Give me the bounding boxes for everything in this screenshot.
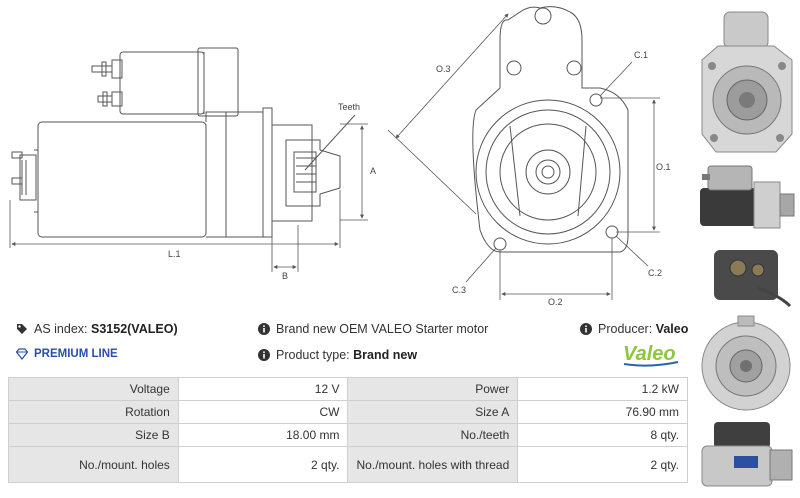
- as-index-label: AS index:: [34, 322, 88, 336]
- photo-side-view[interactable]: [694, 160, 798, 236]
- dim-o2-label: O.2: [548, 297, 563, 307]
- info-icon: [580, 323, 592, 335]
- spec-label: Size A: [347, 400, 519, 424]
- dim-c3-label: C.3: [452, 285, 466, 295]
- dim-o3-label: O.3: [436, 64, 451, 74]
- description-text: Brand new OEM VALEO Starter motor: [276, 322, 489, 336]
- spec-label: Rotation: [8, 400, 179, 424]
- valeo-logo: Valeo: [623, 343, 679, 367]
- spec-label: No./teeth: [347, 423, 519, 447]
- table-row: Voltage 12 V Power 1.2 kW: [8, 377, 688, 401]
- side-view-dimensions: [9, 123, 368, 272]
- valeo-logo-text: Valeo: [623, 343, 676, 365]
- front-view: [472, 6, 629, 253]
- spec-value: 18.00 mm: [177, 423, 349, 447]
- tag-icon: [17, 324, 27, 334]
- product-type-row: Product type: Brand new: [258, 348, 417, 362]
- spec-value: 2 qty.: [517, 446, 688, 483]
- table-row: Rotation CW Size A 76.90 mm: [8, 400, 688, 424]
- side-view: [11, 47, 356, 238]
- info-icon: [258, 349, 270, 361]
- spec-label: No./mount. holes: [8, 446, 179, 483]
- spec-label: Power: [347, 377, 519, 401]
- teeth-label: Teeth: [338, 102, 360, 112]
- dim-c2-label: C.2: [648, 268, 662, 278]
- product-type-label: Product type:: [276, 348, 350, 362]
- dim-l1-label: L.1: [168, 249, 181, 259]
- photo-three-quarter-view[interactable]: [694, 416, 798, 496]
- producer-label: Producer:: [598, 322, 653, 336]
- spec-label: Voltage: [8, 377, 179, 401]
- producer-row: Producer: Valeo: [580, 322, 688, 336]
- description-row: Brand new OEM VALEO Starter motor: [258, 322, 488, 336]
- table-row: No./mount. holes 2 qty. No./mount. holes…: [8, 446, 688, 483]
- premium-line-row: PREMIUM LINE: [16, 348, 118, 360]
- product-photos: [690, 0, 800, 498]
- premium-line-label: PREMIUM LINE: [34, 348, 118, 360]
- spec-value: CW: [177, 400, 349, 424]
- front-view-dimensions: [387, 13, 660, 300]
- table-row: Size B 18.00 mm No./teeth 8 qty.: [8, 423, 688, 447]
- spec-table: Voltage 12 V Power 1.2 kW Rotation CW Si…: [8, 377, 688, 483]
- spec-value: 8 qty.: [517, 423, 688, 447]
- spec-value: 1.2 kW: [517, 377, 688, 401]
- photo-rear-view[interactable]: [694, 312, 798, 416]
- spec-value: 76.90 mm: [517, 400, 688, 424]
- photo-top-view[interactable]: [694, 240, 798, 310]
- spec-value: 2 qty.: [177, 446, 349, 483]
- technical-drawing: Teeth A L.1 B O.3 O.1: [9, 6, 671, 307]
- spec-label: Size B: [8, 423, 179, 447]
- dim-c1-label: C.1: [634, 50, 648, 60]
- as-index-value: S3152(VALEO): [91, 322, 178, 336]
- producer-value: Valeo: [655, 322, 689, 336]
- photo-front-view[interactable]: [694, 6, 798, 158]
- spec-label: No./mount. holes with thread: [347, 446, 519, 483]
- dim-b-label: B: [282, 271, 288, 281]
- diamond-icon: [16, 348, 28, 360]
- spec-value: 12 V: [177, 377, 349, 401]
- dim-o1-label: O.1: [656, 162, 671, 172]
- info-icon: [258, 323, 270, 335]
- as-index-row: AS index: S3152(VALEO): [16, 322, 178, 336]
- product-type-value: Brand new: [353, 348, 418, 362]
- dim-a-label: A: [370, 166, 376, 176]
